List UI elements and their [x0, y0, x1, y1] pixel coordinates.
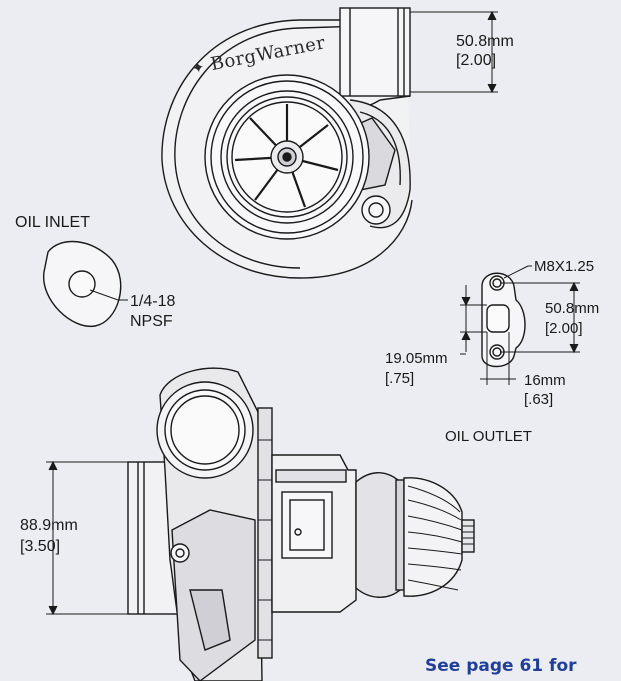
- outlet-dim-inch: [2.00]: [456, 52, 497, 69]
- oil-outlet-bolt-thread: M8X1.25: [534, 258, 595, 275]
- oil-outlet-port-height-inch: [.75]: [385, 370, 415, 387]
- logo-mark-icon: ✦: [190, 57, 207, 78]
- oil-outlet-flange: [460, 265, 580, 385]
- oil-outlet-port-width-mm: 16mm: [524, 372, 566, 389]
- oil-outlet-port-width-inch: [.63]: [524, 391, 554, 408]
- oil-inlet-thread-type: NPSF: [130, 313, 173, 330]
- inlet-dimension-lines: [46, 460, 128, 616]
- page-reference-note: See page 61 for: [425, 656, 577, 676]
- compressor-housing-top-view: [161, 7, 413, 279]
- outlet-dim-mm: 50.8mm: [456, 33, 514, 50]
- turbo-side-view: [127, 367, 475, 681]
- outlet-dimension-lines: [410, 10, 498, 94]
- oil-inlet-title: OIL INLET: [15, 214, 90, 231]
- oil-inlet-thread-size: 1/4-18: [130, 293, 176, 310]
- oil-outlet-title: OIL OUTLET: [445, 428, 532, 445]
- oil-outlet-spacing-inch: [2.00]: [545, 320, 583, 337]
- oil-outlet-spacing-mm: 50.8mm: [545, 300, 600, 317]
- inlet-dim-mm: 88.9mm: [20, 517, 78, 534]
- oil-outlet-port-height-mm: 19.05mm: [385, 350, 448, 367]
- oil-inlet-flange: [43, 240, 128, 327]
- inlet-dim-inch: [3.50]: [20, 538, 61, 555]
